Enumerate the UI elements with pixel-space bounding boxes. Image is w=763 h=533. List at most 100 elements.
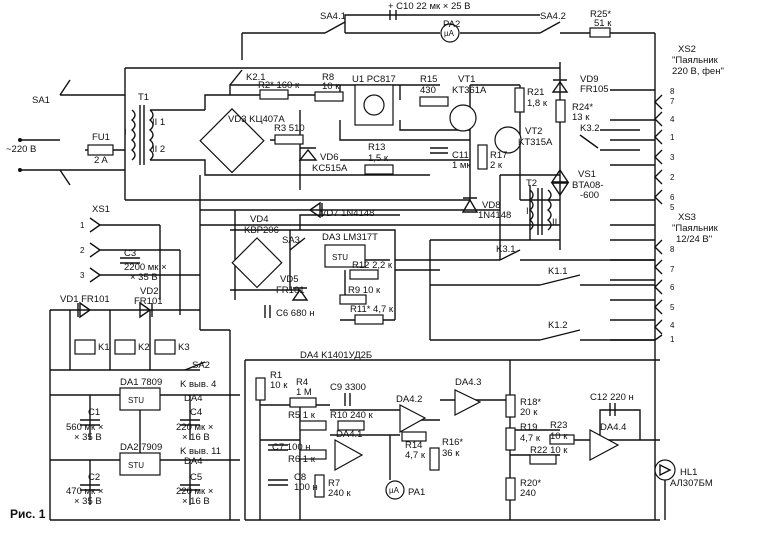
svg-text:C7 100 н: C7 100 н <box>272 442 311 453</box>
contact-k32 <box>579 134 599 149</box>
resistor-r6 <box>299 449 327 460</box>
regulator-da2 <box>119 452 161 476</box>
svg-text:DA4: DA4 <box>184 456 202 467</box>
svg-text:13 к: 13 к <box>572 112 590 123</box>
svg-text:2200 мк ×: 2200 мк × <box>124 262 167 273</box>
svg-text:8: 8 <box>670 245 675 254</box>
svg-text:VD4: VD4 <box>250 214 268 225</box>
svg-text:R13: R13 <box>368 142 385 153</box>
svg-text:R19: R19 <box>520 422 537 433</box>
capacitor-c2 <box>80 484 100 491</box>
svg-text:36 к: 36 к <box>442 448 460 459</box>
xs2-pin-numbers: 8 7 4 1 3 2 6 5 <box>670 87 675 212</box>
svg-text:R6 1 к: R6 1 к <box>288 454 316 465</box>
contact-k12 <box>539 329 581 341</box>
contact-k31 <box>499 249 521 261</box>
capacitor-c11 <box>430 147 448 154</box>
svg-text:I: I <box>124 127 127 138</box>
relay-coil-k2 <box>114 339 136 355</box>
figure-caption: Рис. 1 <box>10 507 46 521</box>
svg-text:C12 220 н: C12 220 н <box>590 392 634 403</box>
svg-text:C6 680 н: C6 680 н <box>276 308 315 319</box>
svg-text:STU: STU <box>128 396 144 405</box>
capacitor-c3 <box>120 257 140 264</box>
svg-text:DA1 7809: DA1 7809 <box>120 377 162 388</box>
svg-text:1: 1 <box>670 335 675 344</box>
svg-text:R25*: R25* <box>590 9 611 20</box>
svg-text:7: 7 <box>670 97 675 106</box>
connector-xs1 <box>89 217 102 283</box>
svg-text:7: 7 <box>670 265 675 274</box>
svg-text:"Паяльник: "Паяльник <box>672 55 719 66</box>
resistor-r23 <box>549 434 575 445</box>
svg-text:DA4.1: DA4.1 <box>336 429 362 440</box>
potentiometer-r9 <box>339 294 367 305</box>
svg-text:I: I <box>526 206 529 217</box>
svg-text:R14: R14 <box>405 440 422 451</box>
svg-text:240: 240 <box>520 488 536 499</box>
diode-vd2 <box>139 301 153 319</box>
svg-text:SA4.1: SA4.1 <box>320 11 346 22</box>
svg-text:R4: R4 <box>296 377 308 388</box>
svg-text:1N4148: 1N4148 <box>478 210 511 221</box>
resistor-r22 <box>529 454 557 465</box>
svg-text:VD7 1N4148: VD7 1N4148 <box>320 208 374 219</box>
potentiometer-r8 <box>314 91 344 102</box>
switch-sa4 <box>324 21 561 34</box>
svg-text:× 16 В: × 16 В <box>182 496 210 507</box>
optocoupler-u1 <box>354 84 394 126</box>
resistor-r15 <box>419 96 449 107</box>
svg-text:5: 5 <box>670 203 675 212</box>
resistor-r11 <box>354 314 384 325</box>
svg-text:6: 6 <box>670 193 675 202</box>
svg-text:R20*: R20* <box>520 478 541 489</box>
svg-text:1: 1 <box>670 133 675 142</box>
svg-text:VS1: VS1 <box>578 169 596 180</box>
svg-text:220 мк ×: 220 мк × <box>176 486 213 497</box>
connector-xs3 <box>654 239 663 341</box>
diode-vd1 <box>77 301 92 319</box>
svg-text:12/24 В": 12/24 В" <box>676 234 712 245</box>
svg-text:DA4 K1401УД2Б: DA4 K1401УД2Б <box>300 350 372 361</box>
svg-text:4: 4 <box>670 321 675 330</box>
svg-text:20 к: 20 к <box>520 407 538 418</box>
transformer-t2 <box>528 188 552 235</box>
fuse-fu1 <box>87 144 114 156</box>
contact-k11 <box>539 274 581 286</box>
svg-text:VD9: VD9 <box>580 74 598 85</box>
svg-text:K3.2: K3.2 <box>580 123 600 134</box>
svg-text:220 мк ×: 220 мк × <box>176 422 213 433</box>
svg-text:XS1: XS1 <box>92 204 110 215</box>
relay-coil-k3 <box>154 339 176 355</box>
svg-text:KBP206: KBP206 <box>244 225 279 236</box>
svg-text:R3 510: R3 510 <box>274 123 305 134</box>
resistor-r16 <box>429 447 440 471</box>
svg-text:R22 10 к: R22 10 к <box>530 445 568 456</box>
resistor-r17 <box>477 144 488 170</box>
svg-text:K1.1: K1.1 <box>548 266 568 277</box>
regulator-da3 <box>324 244 366 268</box>
svg-text:KC515A: KC515A <box>312 163 348 174</box>
svg-text:R5 1 к: R5 1 к <box>288 410 316 421</box>
svg-text:VD3 KЦ407A: VD3 KЦ407A <box>228 114 285 125</box>
svg-text:VD6: VD6 <box>320 152 338 163</box>
resistor-r18 <box>505 394 516 418</box>
svg-text:SA2: SA2 <box>192 360 210 371</box>
svg-text:× 35 В: × 35 В <box>130 272 158 283</box>
svg-text:R18*: R18* <box>520 397 541 408</box>
meter-pa1: µA <box>385 480 405 500</box>
resistor-r13 <box>364 164 394 175</box>
svg-text:R8: R8 <box>322 72 334 83</box>
svg-text:K выв. 4: K выв. 4 <box>180 379 216 390</box>
svg-text:~220 В: ~220 В <box>6 144 36 155</box>
resistor-r24 <box>555 99 566 123</box>
svg-text:1,5 к: 1,5 к <box>368 153 389 164</box>
svg-text:R17: R17 <box>490 150 507 161</box>
svg-text:FU1: FU1 <box>92 132 110 143</box>
resistor-r14 <box>401 431 427 442</box>
svg-text:SA3: SA3 <box>282 235 300 246</box>
svg-text:PA1: PA1 <box>408 487 425 498</box>
svg-text:1 M: 1 M <box>296 387 312 398</box>
svg-text:C8: C8 <box>294 472 306 483</box>
relay-coil-k1 <box>74 339 96 355</box>
